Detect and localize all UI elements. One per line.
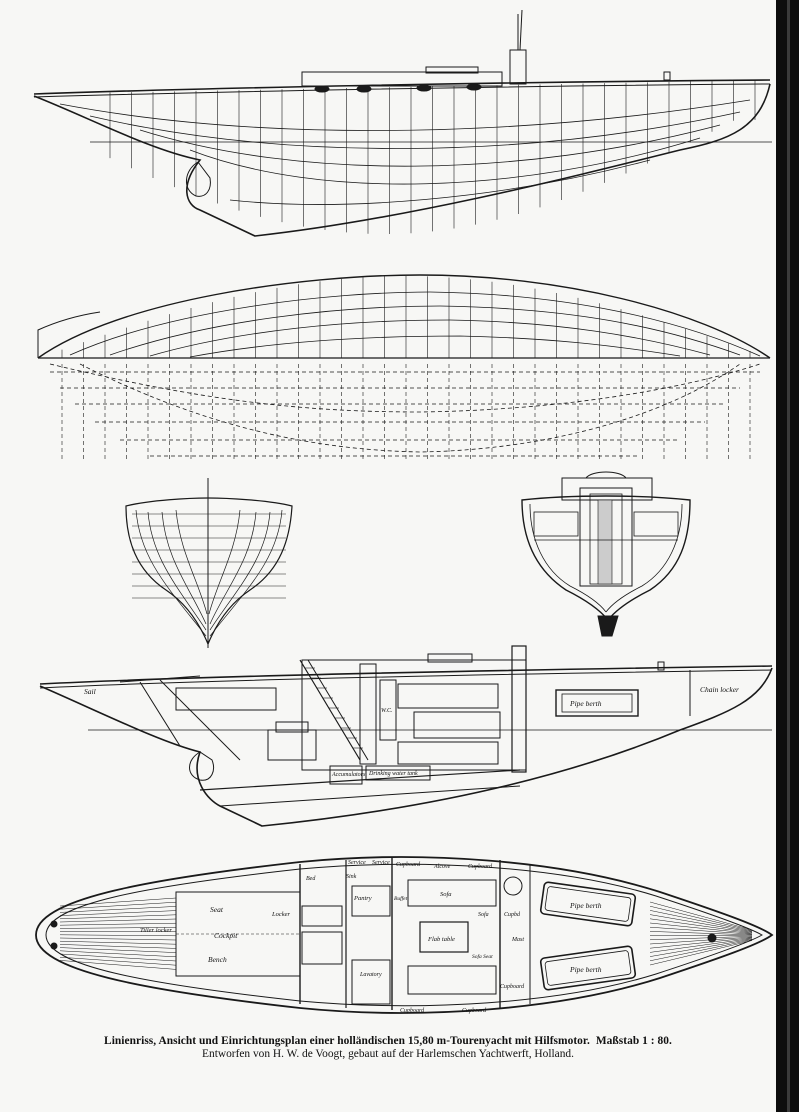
plan-label-cupboard-3: Cupboard — [400, 1008, 425, 1014]
plan-label-bench: Bench — [208, 955, 227, 964]
plan-label-locker: Locker — [271, 911, 291, 918]
midship-section — [521, 471, 691, 637]
caption-scale: Maßstab 1 : 80. — [595, 1035, 672, 1047]
plan-label-cupboard-1: Cupboard — [396, 862, 421, 868]
profile-label-accumulators: Accumulators — [331, 772, 366, 778]
plan-label-seat: Seat — [210, 905, 224, 914]
plan-label-cupboard-4: Cupboard — [462, 1008, 487, 1014]
plan-label-service-2: Service — [372, 860, 390, 866]
accommodation-plan — [35, 856, 774, 1014]
hull-profile-lines — [33, 9, 772, 237]
body-plan-sections — [125, 478, 293, 648]
plan-label-mast: Mast — [511, 937, 524, 943]
figure-caption: Linienriss, Ansicht und Einrichtungsplan… — [0, 1035, 776, 1060]
plan-label-pantry: Pantry — [353, 895, 372, 902]
inboard-profile — [39, 645, 773, 827]
technical-drawing: Sail Chain locker Pipe berth Accumulator… — [33, 9, 774, 1014]
plan-label-buffet: Buffet — [394, 895, 408, 902]
plan-label-flab-table: Flab table — [427, 936, 455, 943]
profile-label-aft: Chain locker — [700, 685, 739, 694]
page-edge-line — [787, 0, 790, 1112]
caption-title: Linienriss, Ansicht und Einrichtungsplan… — [0, 1035, 776, 1047]
plan-label-service: Service — [348, 860, 366, 866]
profile-label-wc: W.C. — [381, 708, 392, 714]
plan-label-tiller: Tiller locker — [140, 927, 172, 934]
plan-label-bed: Bed — [306, 876, 316, 882]
profile-label-pipe-berth: Pipe berth — [569, 699, 602, 708]
caption-credit: Entworfen von H. W. de Voogt, gebaut auf… — [202, 1048, 574, 1060]
drawing-sheet: Sail Chain locker Pipe berth Accumulator… — [0, 0, 776, 1112]
plan-label-cupboard-5: Cupboard — [500, 984, 525, 990]
plan-label-pipe-berth-bottom: Pipe berth — [569, 965, 602, 974]
plan-label-cupboard-2: Cupboard — [468, 864, 493, 870]
caption-line-1: Linienriss, Ansicht und Einrichtungsplan… — [104, 1035, 590, 1047]
plan-label-sofa-seat: Sofa Seat — [472, 953, 493, 960]
plan-label-cockpit: Cockpit — [214, 931, 238, 940]
plan-label-sofa-mid: Sofa — [478, 911, 489, 918]
plan-label-lavatory: Lavatory — [359, 972, 382, 978]
half-breadth-plan — [37, 274, 771, 460]
profile-label-forward: Sail — [84, 687, 96, 696]
plan-label-pipe-berth-top: Pipe berth — [569, 901, 602, 910]
plan-label-alcove: Alcove — [433, 864, 451, 870]
plan-label-sofa-top: Sofa — [440, 891, 452, 898]
profile-label-drinking-water: Drinking water tank — [368, 771, 418, 777]
plan-label-cupboard-6: Cupbd — [504, 912, 521, 918]
plan-label-sink: Sink — [346, 874, 357, 880]
